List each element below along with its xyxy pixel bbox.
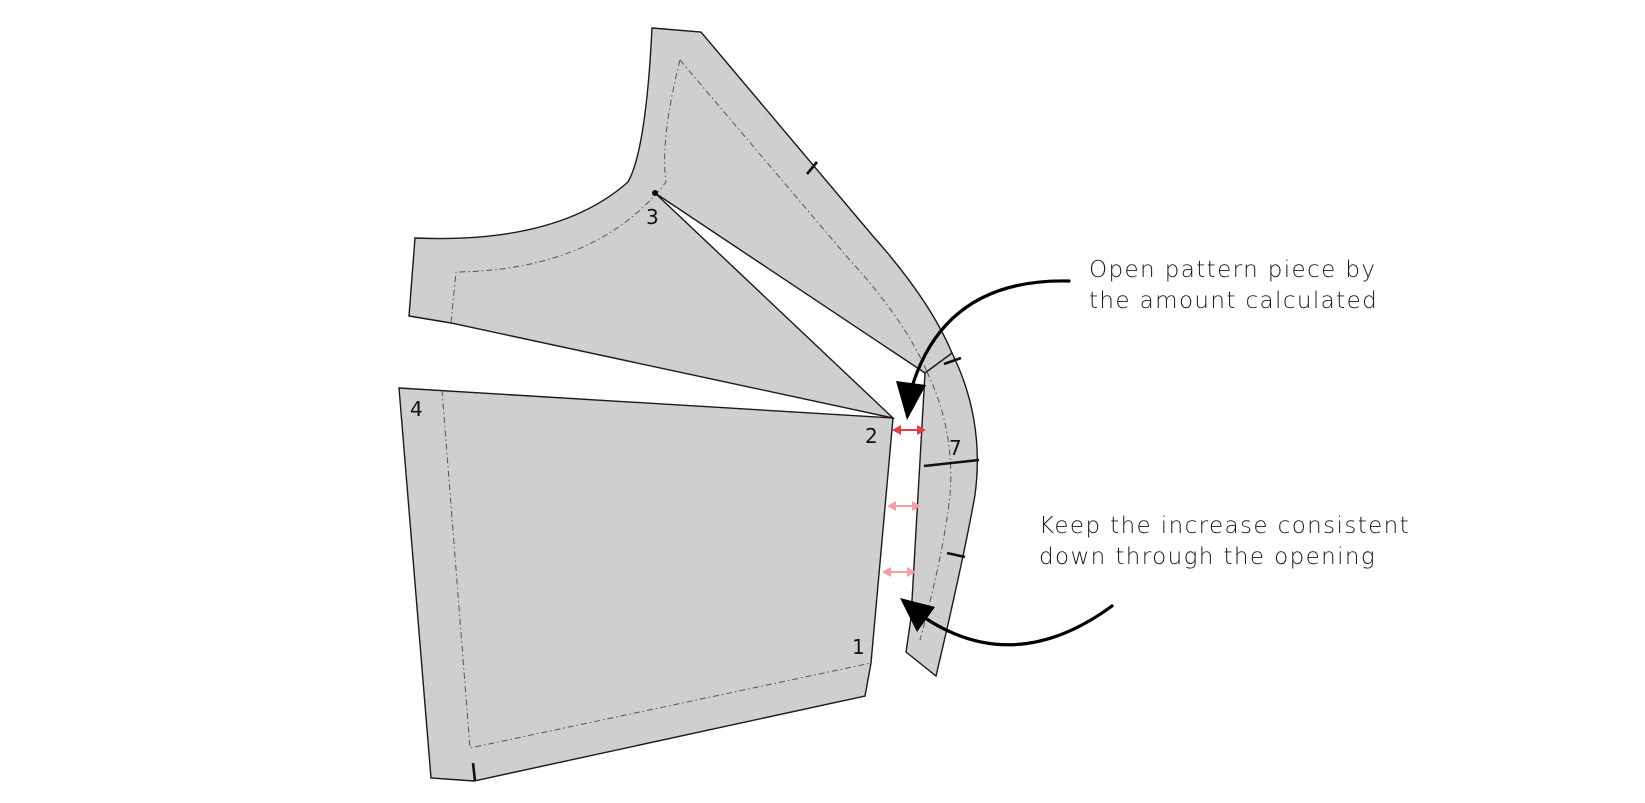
annotation-keep-line-1: Keep the increase consistent [1039,513,1411,539]
spread-arrow-top [892,425,926,435]
point-label-4: 4 [410,397,423,421]
point-label-2: 2 [865,424,878,448]
notch-mark [806,161,818,175]
annotation-open-line-2: the amount calculated [1089,288,1379,314]
annotation-keep-line-2: down through the opening [1039,544,1377,570]
notch-mark [471,762,477,782]
upper-piece-seam-line [450,59,681,324]
point-label-7: 7 [949,436,962,460]
notch-mark [946,551,966,559]
annotation-keep-increase: Keep the increase consistent down throug… [1039,511,1410,573]
upper-piece-shoulder-seam-line [679,59,928,373]
point-label-3: 3 [646,205,659,229]
side-strip-pattern-piece [905,351,979,678]
strip-seam-line [919,371,952,641]
lower-pattern-piece [398,387,894,782]
spread-arrow-middle [887,501,921,511]
notch-mark [943,356,962,366]
pivot-point [652,190,658,196]
annotation-open-line-1: Open pattern piece by [1089,257,1377,283]
callout-arrow-open [896,279,1071,420]
annotation-open-pattern: Open pattern piece by the amount calcula… [1089,255,1378,317]
spread-arrow-bottom [882,567,916,577]
notch-mark [923,458,980,468]
callout-arrow-keep [900,598,1114,647]
point-label-1: 1 [852,635,865,659]
upper-pattern-piece [408,27,953,420]
